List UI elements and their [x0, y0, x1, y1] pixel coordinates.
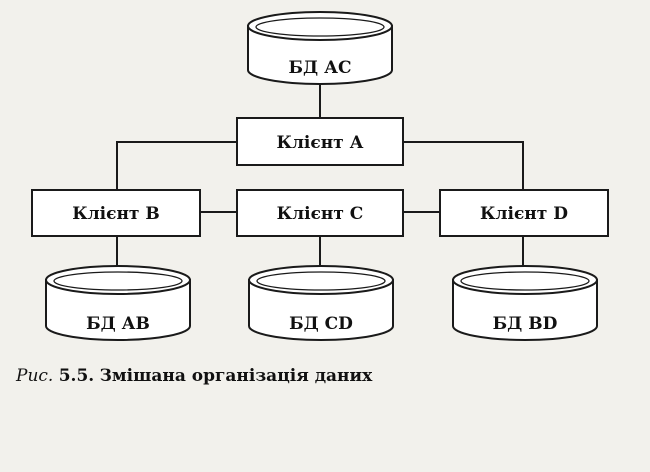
database-cd-label: БД CD	[289, 314, 353, 334]
client-b: Клієнт В	[31, 189, 201, 237]
database-cd: БД CD	[248, 265, 394, 341]
database-bd-label: БД BD	[493, 314, 558, 334]
figure-caption: Рис. 5.5. Змішана організація даних	[16, 366, 372, 386]
caption-title: Змішана організація даних	[99, 366, 373, 386]
client-a-label: Клієнт А	[276, 133, 363, 153]
caption-number: 5.5.	[58, 366, 95, 386]
client-c: Клієнт С	[236, 189, 404, 237]
database-ab: БД АВ	[45, 265, 191, 341]
connectors	[116, 82, 524, 272]
database-ab-label: БД АВ	[86, 314, 150, 334]
database-bd: БД BD	[452, 265, 598, 341]
client-d: Клієнт D	[439, 189, 609, 237]
client-c-label: Клієнт С	[277, 204, 364, 224]
connector-client-a-client-b	[116, 141, 237, 192]
database-ac-label: БД АС	[289, 58, 352, 78]
database-ac: БД АС	[247, 11, 393, 85]
client-a: Клієнт А	[236, 117, 404, 166]
client-b-label: Клієнт В	[72, 204, 160, 224]
connector-client-a-client-d	[403, 141, 524, 192]
client-d-label: Клієнт D	[480, 204, 568, 224]
caption-prefix: Рис.	[16, 366, 54, 386]
